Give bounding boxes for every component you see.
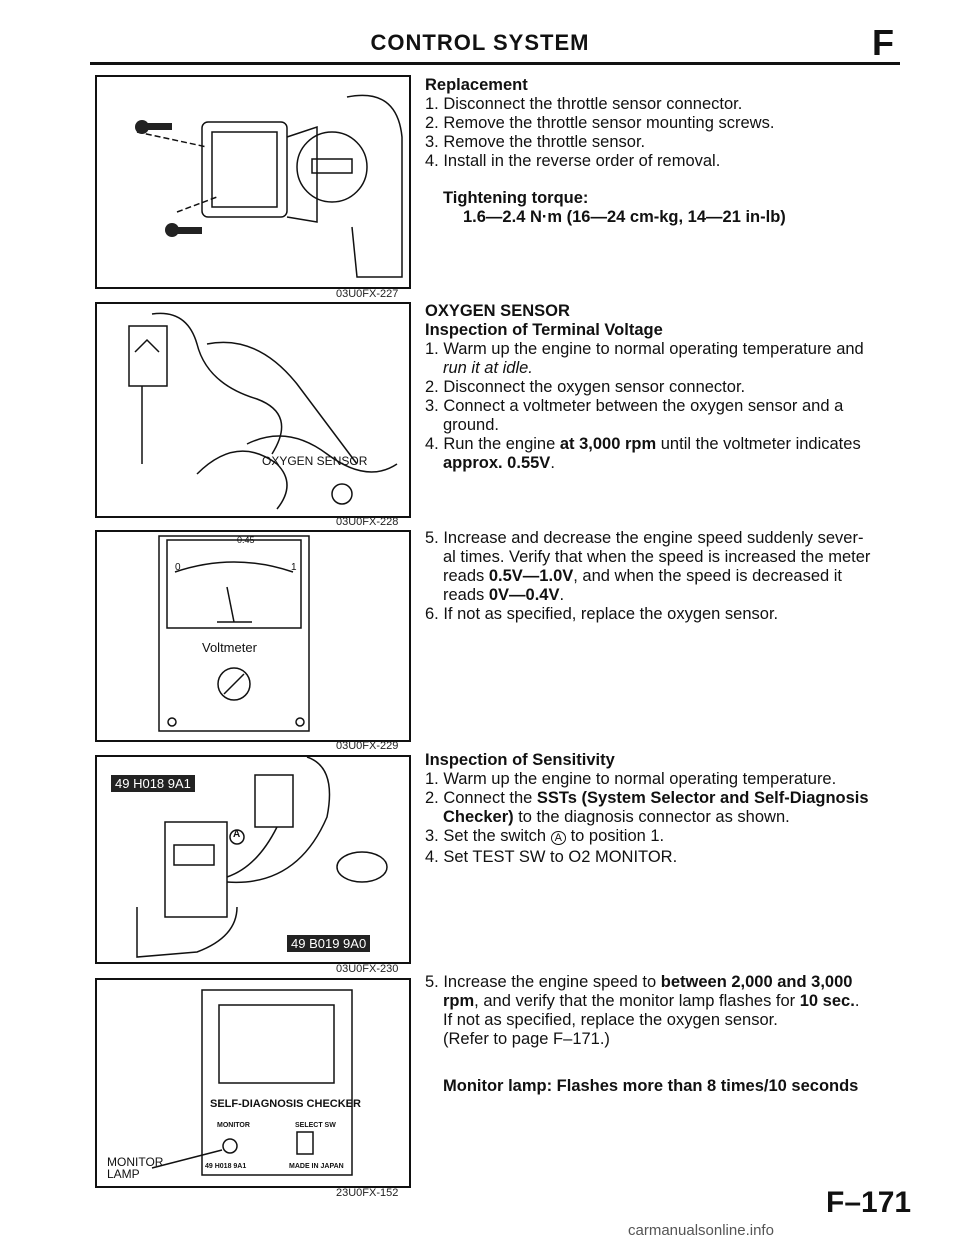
figure-voltmeter: 0.45 0 1 Voltmeter [95, 530, 411, 742]
made-in: MADE IN JAPAN [289, 1163, 344, 1170]
replacement-section: Replacement 1. Disconnect the throttle s… [425, 76, 895, 227]
sensitivity-section: Inspection of Sensitivity 1. Warm up the… [425, 751, 895, 867]
figure-caption: 03U0FX-230 [336, 963, 399, 975]
monitor-lamp-note: Monitor lamp: Flashes more than 8 times/… [443, 1077, 859, 1095]
oxygen-sensor-label: OXYGEN SENSOR [262, 454, 368, 468]
checker-title: SELF-DIAGNOSIS CHECKER [210, 1098, 361, 1110]
section-heading: Inspection of Sensitivity [425, 751, 615, 769]
monitor-label: MONITOR [217, 1122, 250, 1129]
section-heading: OXYGEN SENSOR [425, 302, 570, 320]
page-title: CONTROL SYSTEM [370, 30, 590, 55]
figure-sst-connection: 49 H018 9A1 49 B019 9A0 A [95, 755, 411, 964]
figure-caption: 03U0FX-228 [336, 516, 399, 528]
select-sw-label: SELECT SW [295, 1122, 336, 1129]
checker-illustration [151, 989, 353, 1176]
scale-top: 0.45 [237, 535, 255, 545]
switch-marker: A [550, 831, 566, 845]
oxygen-sensor-illustration [128, 312, 398, 510]
throttle-sensor-illustration [135, 94, 403, 278]
figure-oxygen-sensor: OXYGEN SENSOR [95, 302, 411, 518]
voltmeter-label: Voltmeter [202, 640, 257, 655]
page-number: F–171 [826, 1186, 912, 1219]
monitor-lamp-label: MONITOR LAMP [107, 1155, 164, 1181]
watermark: carmanualsonline.info [628, 1222, 774, 1239]
section-letter: F [872, 22, 894, 63]
sst-connection-illustration [136, 757, 388, 958]
sst-label-2: 49 B019 9A0 [287, 935, 371, 952]
figure-self-diagnosis-checker: SELF-DIAGNOSIS CHECKER MONITOR SELECT SW… [95, 978, 411, 1188]
switch-marker: A [233, 829, 241, 840]
figure-caption: 03U0FX-229 [336, 740, 399, 752]
sst-label-1: 49 H018 9A1 [111, 775, 195, 792]
figure-throttle-sensor [95, 75, 411, 289]
oxygen-sensor-continued: 5. Increase and decrease the engine spee… [425, 529, 871, 623]
scale-left: 0 [175, 562, 181, 573]
section-heading: Replacement [425, 76, 528, 94]
scale-right: 1 [291, 562, 297, 573]
figure-caption: 03U0FX-227 [336, 288, 399, 300]
header-rule [90, 62, 900, 65]
figure-caption: 23U0FX-152 [336, 1187, 399, 1199]
voltmeter-illustration [158, 535, 310, 732]
part-number: 49 H018 9A1 [205, 1163, 247, 1170]
section-subheading: Inspection of Terminal Voltage [425, 321, 663, 339]
oxygen-sensor-section: OXYGEN SENSOR Inspection of Terminal Vol… [425, 302, 895, 473]
sensitivity-continued: 5. Increase the engine speed to between … [425, 973, 895, 1096]
